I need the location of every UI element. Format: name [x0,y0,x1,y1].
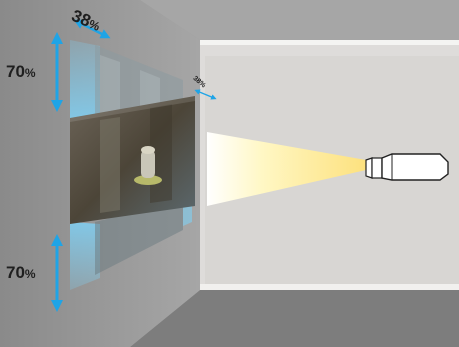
top-height-percent-sign: % [25,66,36,80]
bottom-height-label: 70% [6,263,36,283]
bottom-height-percent-sign: % [25,267,36,281]
top-height-value: 70 [6,62,25,81]
bottom-height-value: 70 [6,263,25,282]
top-height-label: 70% [6,62,36,82]
projector [366,154,448,180]
